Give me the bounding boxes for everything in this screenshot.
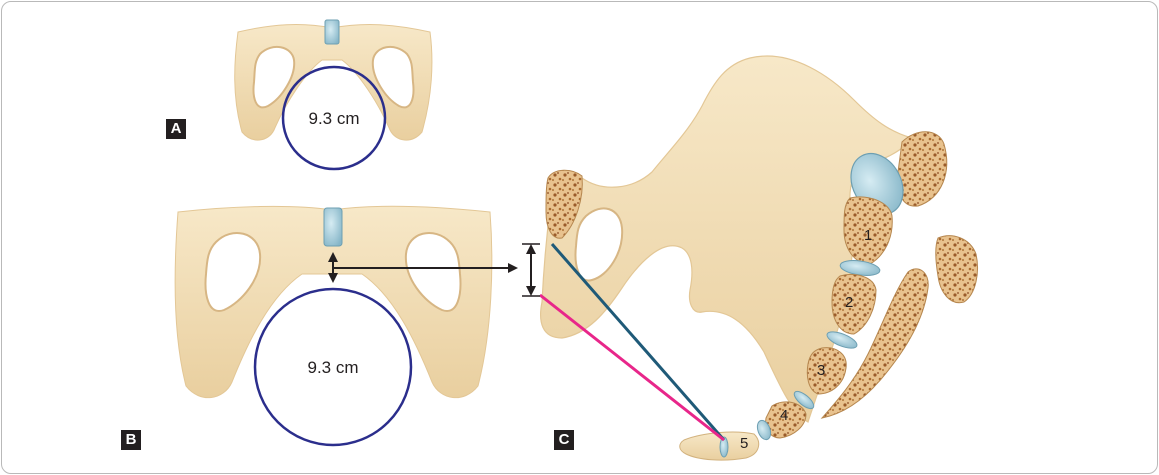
panel-c-pelvis: 1 2 3 4 5 (522, 56, 978, 460)
sacral-vertebra-2 (832, 275, 876, 334)
sacral-ala-posterior (936, 236, 978, 303)
sacral-vertebra-3 (807, 348, 846, 394)
panel-a-pubis: 9.3 cm (235, 20, 432, 169)
panel-label-a: A (166, 119, 186, 139)
pink-diameter-line (540, 295, 724, 440)
vertebra-number-5: 5 (740, 435, 748, 452)
panel-b-pubis: 9.3 cm (175, 206, 516, 445)
measurement-b: 9.3 cm (307, 358, 358, 377)
sacrum-top-block (898, 132, 947, 206)
vertebra-number-2: 2 (845, 294, 853, 311)
symphysis-cartilage-b (324, 208, 342, 246)
vertebra-number-4: 4 (780, 407, 788, 424)
vertebra-number-1: 1 (864, 227, 872, 244)
measurement-a: 9.3 cm (308, 109, 359, 128)
panel-label-b: B (121, 430, 141, 450)
panel-label-c: C (554, 430, 574, 450)
symphysis-cartilage-a (325, 20, 339, 44)
vertebra-number-3: 3 (817, 362, 825, 379)
